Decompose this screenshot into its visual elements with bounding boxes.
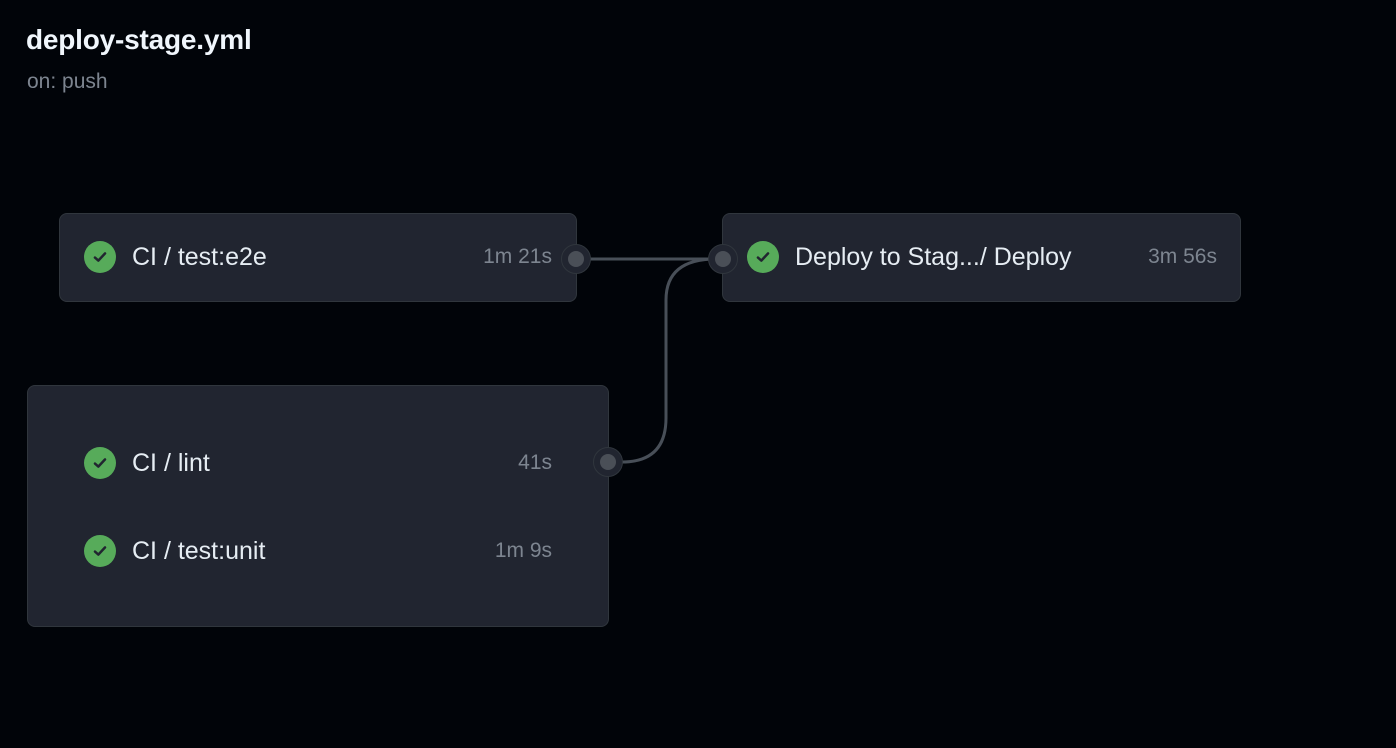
port-dot	[600, 454, 616, 470]
output-port	[561, 244, 591, 274]
workflow-trigger: on: push	[27, 70, 108, 93]
port-dot	[715, 251, 731, 267]
check-circle-icon	[747, 241, 779, 273]
job-duration: 41s	[518, 451, 552, 474]
job-row[interactable]: CI / lint 41s	[84, 443, 552, 483]
job-row[interactable]: CI / test:e2e 1m 21s	[84, 237, 552, 277]
input-port	[708, 244, 738, 274]
job-duration: 3m 56s	[1148, 245, 1217, 268]
check-circle-icon	[84, 535, 116, 567]
check-circle-icon	[84, 241, 116, 273]
workflow-title: deploy-stage.yml	[26, 24, 252, 55]
job-name: CI / lint	[132, 448, 210, 477]
edge-group-to-deploy	[621, 257, 717, 464]
job-card-deploy[interactable]: Deploy to Stag.../ Deploy 3m 56s	[722, 213, 1241, 302]
job-name: Deploy to Stag.../ Deploy	[795, 242, 1072, 271]
output-port	[593, 447, 623, 477]
job-duration: 1m 21s	[483, 245, 552, 268]
job-group-card: CI / lint 41s CI / test:unit 1m 9s	[27, 385, 609, 627]
job-row[interactable]: Deploy to Stag.../ Deploy 3m 56s	[747, 237, 1217, 277]
job-duration: 1m 9s	[494, 539, 552, 562]
job-name: CI / test:unit	[132, 536, 266, 565]
job-card-test-e2e[interactable]: CI / test:e2e 1m 21s	[59, 213, 577, 302]
port-dot	[568, 251, 584, 267]
job-row[interactable]: CI / test:unit 1m 9s	[84, 531, 552, 571]
job-name: CI / test:e2e	[132, 242, 267, 271]
check-circle-icon	[84, 447, 116, 479]
